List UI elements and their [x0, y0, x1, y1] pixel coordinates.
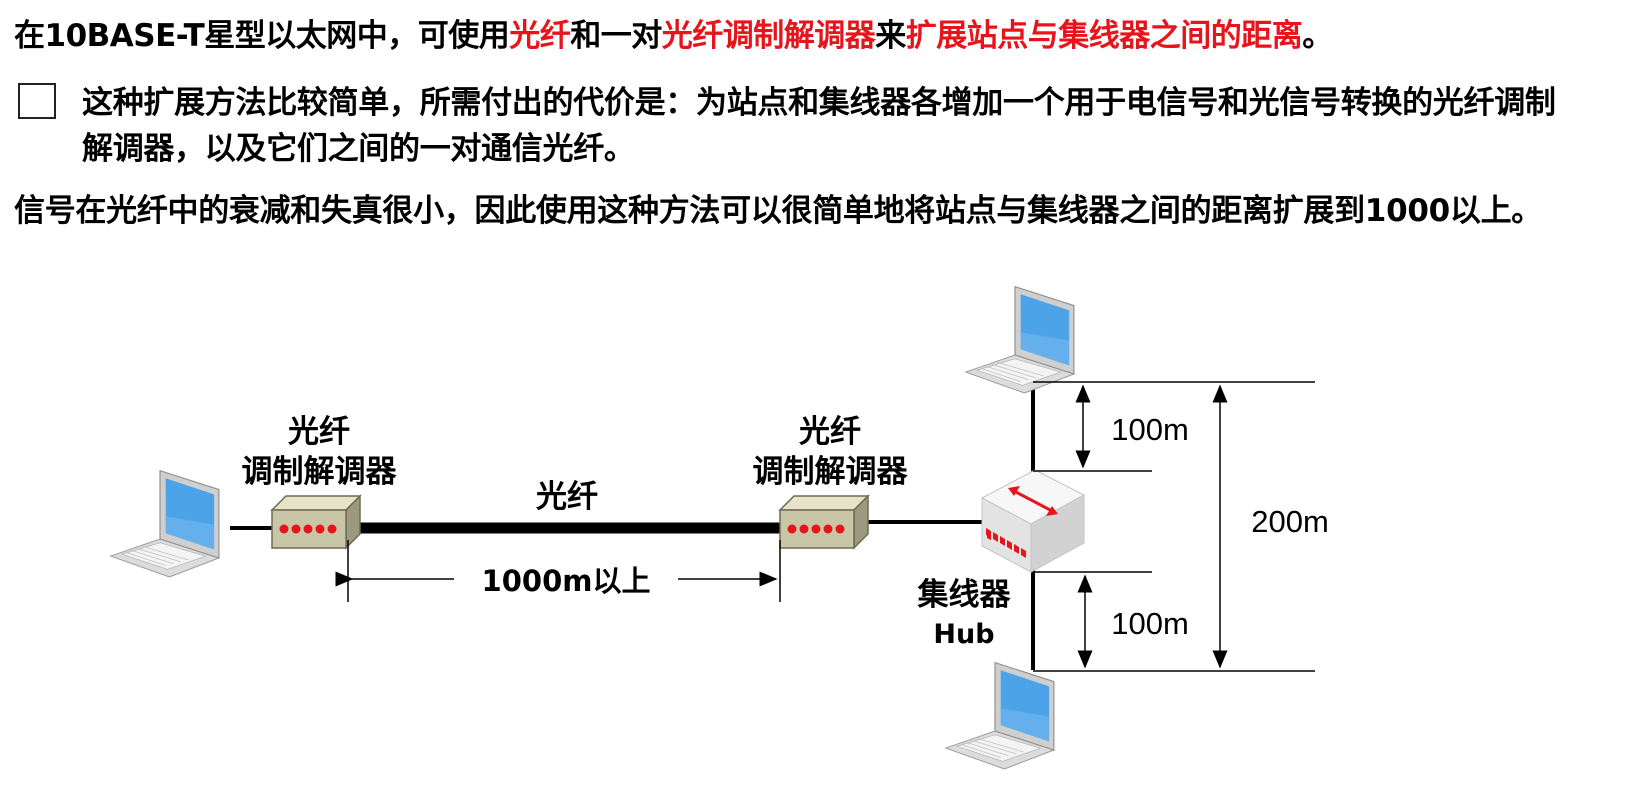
laptop-icon: [110, 470, 220, 578]
hub-label-line2: Hub: [933, 619, 994, 650]
intro-text-2: 和一对: [570, 18, 662, 54]
fiber-modem-icon: [779, 495, 869, 549]
cost-paragraph: 这种扩展方法比较简单，所需付出的代价是：为站点和集线器各增加一个用于电信号和光信…: [82, 85, 1556, 167]
modem-left-label-line1: 光纤: [288, 414, 350, 450]
hub-icon: [980, 469, 1086, 573]
distance-top-label: 100m: [1111, 412, 1189, 447]
distance-total-label: 200m: [1251, 504, 1329, 539]
hub-label-line1: 集线器: [917, 577, 1012, 613]
checkbox-icon[interactable]: [18, 83, 56, 119]
highlight-fiber-modem: 光纤调制解调器: [661, 18, 876, 54]
intro-sentence: 在10BASE-T星型以太网中，可使用光纤和一对光纤调制解调器来扩展站点与集线器…: [14, 10, 1333, 55]
modem-right-label-line1: 光纤: [799, 414, 861, 450]
highlight-extend-distance: 扩展站点与集线器之间的距离: [905, 18, 1303, 54]
laptop-icon: [945, 662, 1055, 770]
fiber-label: 光纤: [536, 479, 598, 515]
modem-left-label-line2: 调制解调器: [242, 454, 398, 490]
fiber-distance-label: 1000m以上: [482, 564, 651, 598]
highlight-fiber: 光纤: [509, 18, 571, 54]
modem-right-label-line2: 调制解调器: [753, 454, 909, 490]
laptop-icon: [965, 286, 1075, 394]
fiber-modem-icon: [271, 495, 361, 549]
intro-text-1: 在10BASE-T星型以太网中，可使用: [14, 18, 510, 54]
distance-bottom-label: 100m: [1111, 606, 1189, 641]
attenuation-paragraph: 信号在光纤中的衰减和失真很小，因此使用这种方法可以很简单地将站点与集线器之间的距…: [14, 193, 1542, 229]
intro-text-3: 来: [875, 18, 906, 54]
intro-text-4: 。: [1302, 18, 1333, 54]
